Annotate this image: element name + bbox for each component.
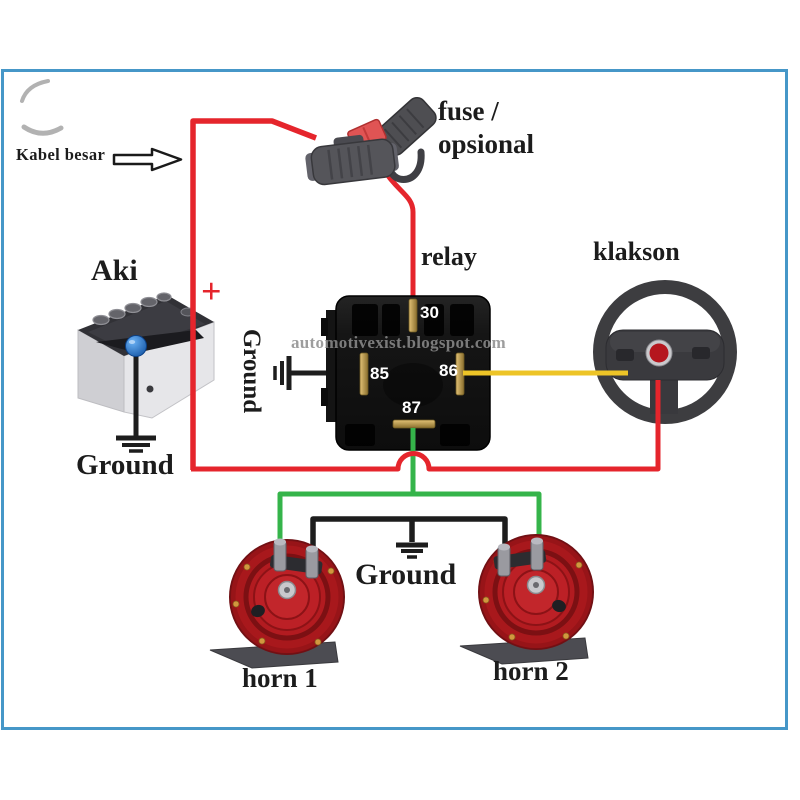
ground-battery-label: Ground [76, 449, 174, 481]
relay-pin-85 [359, 352, 369, 396]
kabel-besar-arrow-icon [112, 147, 183, 172]
ground-relay-label: Ground [238, 328, 265, 414]
relay-pin-30 [408, 298, 418, 333]
fuse-label-line2: opsional [438, 129, 535, 159]
red-switch-wire [191, 380, 661, 472]
ground-horns-label: Ground [355, 558, 457, 591]
ground-symbol-relay [273, 356, 292, 390]
green-horn-feed-wire [277, 428, 542, 548]
ground-symbol-battery [116, 435, 156, 453]
relay-pin-85-label: 85 [370, 364, 389, 383]
battery-plus-sign: + [201, 271, 222, 311]
gray-swoosh-watermark [20, 79, 64, 136]
fuse-holder-illustration [305, 96, 437, 186]
blog-watermark-text: automotivexist.blogspot.com [291, 333, 506, 352]
relay-illustration [321, 295, 491, 451]
steering-wheel-illustration [593, 280, 737, 424]
kabel-besar-label: Kabel besar [16, 145, 106, 164]
relay-pin-86-label: 86 [439, 361, 458, 380]
fuse-label-line1: fuse / [438, 96, 499, 126]
fuse-opsional-label: fuse /opsional [438, 95, 568, 161]
horn-2-label: horn 2 [493, 656, 569, 686]
battery-illustration [77, 292, 215, 419]
klakson-label: klakson [593, 237, 680, 266]
battery-positive-terminal [125, 335, 147, 357]
ground-symbol-horns [396, 542, 428, 559]
horn-1-label: horn 1 [242, 663, 318, 693]
battery-ground-wire [116, 352, 156, 453]
relay-pin-30-label: 30 [420, 303, 439, 322]
relay-pin-87-label: 87 [402, 398, 421, 417]
relay-label: relay [421, 242, 477, 271]
horn-1-illustration [209, 538, 345, 669]
relay-pin-87 [392, 419, 436, 429]
aki-battery-label: Aki [91, 254, 138, 287]
horns-ground-wire [310, 516, 508, 559]
horn-2-illustration [459, 534, 594, 665]
